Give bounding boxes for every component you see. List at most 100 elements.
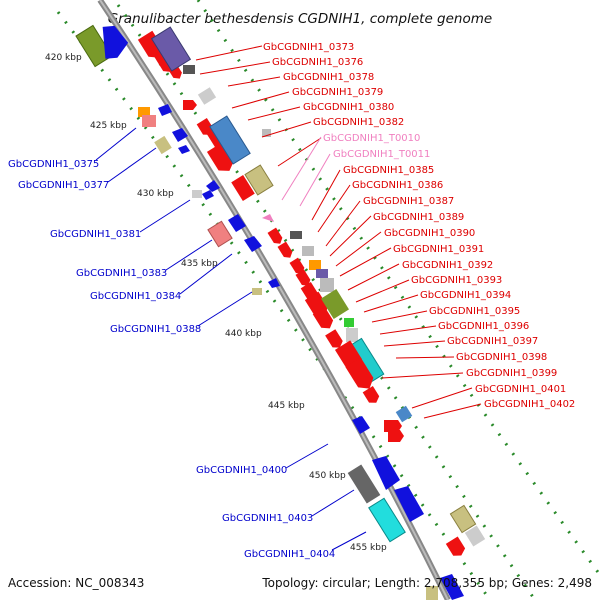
gene-feature — [150, 26, 192, 72]
gene-label: GbCGDNIH1_0380 — [303, 102, 394, 113]
gene-label: GbCGDNIH1_0387 — [363, 196, 454, 207]
gene-feature — [252, 288, 262, 295]
gene-feature — [244, 236, 262, 252]
gene-feature — [316, 269, 328, 278]
gene-feature — [262, 129, 271, 137]
gene-label: GbCGDNIH1_T0011 — [333, 149, 430, 160]
gene-feature — [290, 231, 302, 239]
gene-label: GbCGDNIH1_0401 — [475, 384, 566, 395]
gene-feature — [346, 328, 358, 342]
gene-feature — [158, 104, 172, 116]
gene-label: GbCGDNIH1_0389 — [373, 212, 464, 223]
gene-label: GbCGDNIH1_0390 — [384, 228, 475, 239]
gene-feature — [464, 525, 486, 547]
gene-feature — [368, 497, 406, 543]
gene-label: GbCGDNIH1_0393 — [411, 275, 502, 286]
forward-strand-genes — [137, 26, 486, 556]
gene-label: GbCGDNIH1_0381 — [50, 229, 141, 240]
gene-feature — [352, 416, 370, 434]
gene-feature — [309, 260, 321, 270]
gene-feature — [295, 269, 311, 286]
accession-text: Accession: NC_008343 — [8, 576, 144, 590]
gene-feature — [372, 456, 400, 490]
gene-label: GbCGDNIH1_0385 — [343, 165, 434, 176]
gene-label: GbCGDNIH1_0378 — [283, 72, 374, 83]
gene-label: GbCGDNIH1_0377 — [18, 180, 109, 191]
tick-labels: 420 kbp 425 kbp 430 kbp 435 kbp 440 kbp … — [45, 53, 387, 553]
gene-feature — [154, 135, 172, 155]
gene-label: GbCGDNIH1_0400 — [196, 465, 287, 476]
gene-feature — [138, 107, 150, 117]
gene-feature — [197, 87, 217, 105]
topology-text: Topology: circular; Length: 2,708,355 bp… — [261, 576, 592, 590]
gene-feature — [196, 118, 214, 135]
gene-feature — [172, 128, 188, 142]
gene-feature — [302, 246, 314, 256]
gene-label: GbCGDNIH1_0398 — [456, 352, 547, 363]
gene-feature — [347, 464, 381, 504]
tick-label: 420 kbp — [45, 53, 82, 63]
gene-feature — [277, 241, 293, 258]
gene-label: GbCGDNIH1_0394 — [420, 290, 511, 301]
leader-lines-left — [95, 127, 367, 551]
gene-feature — [395, 405, 413, 423]
gene-feature — [440, 574, 464, 600]
gene-label: GbCGDNIH1_0376 — [272, 57, 363, 68]
gene-label: GbCGDNIH1_0396 — [438, 321, 529, 332]
gene-feature — [244, 164, 274, 196]
gene-label: GbCGDNIH1_0391 — [393, 244, 484, 255]
gene-feature — [345, 357, 374, 389]
tick-label: 435 kbp — [181, 259, 218, 269]
reverse-strand-genes — [75, 24, 464, 600]
tick-label: 430 kbp — [137, 189, 174, 199]
gene-label: GbCGDNIH1_0395 — [429, 306, 520, 317]
tick-label: 450 kbp — [309, 471, 346, 481]
gene-label: GbCGDNIH1_T0010 — [323, 133, 420, 144]
gene-label: GbCGDNIH1_0373 — [263, 42, 354, 53]
gene-feature — [192, 190, 202, 198]
gene-feature — [207, 220, 233, 248]
gene-feature — [206, 180, 220, 192]
gene-feature — [262, 214, 274, 222]
gene-label: GbCGDNIH1_0379 — [292, 87, 383, 98]
gene-feature — [268, 278, 280, 288]
gene-feature — [321, 289, 349, 319]
gene-feature — [183, 100, 197, 110]
map-title: Granulibacter bethesdensis CGDNIH1, comp… — [108, 11, 492, 27]
leader-lines-right — [195, 45, 482, 419]
gene-feature — [142, 115, 156, 127]
gene-feature — [388, 430, 404, 442]
gene-label: GbCGDNIH1_0382 — [313, 117, 404, 128]
gene-feature — [289, 257, 305, 274]
gene-label: GbCGDNIH1_0375 — [8, 159, 99, 170]
gene-feature — [183, 65, 195, 74]
gene-label: GbCGDNIH1_0388 — [110, 324, 201, 335]
gene-feature — [325, 329, 343, 348]
gene-label: GbCGDNIH1_0392 — [402, 260, 493, 271]
gene-label: GbCGDNIH1_0386 — [352, 180, 443, 191]
gene-feature — [102, 25, 129, 59]
tick-label: 455 kbp — [350, 543, 387, 553]
gene-label: GbCGDNIH1_0403 — [222, 513, 313, 524]
gene-label: GbCGDNIH1_0399 — [466, 368, 557, 379]
gene-feature — [206, 142, 234, 171]
gene-feature — [202, 190, 214, 200]
gene-label: GbCGDNIH1_0402 — [484, 399, 575, 410]
left-gene-labels: GbCGDNIH1_0375 GbCGDNIH1_0377 GbCGDNIH1_… — [8, 159, 335, 560]
gene-feature — [75, 24, 113, 68]
gene-label: GbCGDNIH1_0404 — [244, 549, 335, 560]
gene-label: GbCGDNIH1_0397 — [447, 336, 538, 347]
gene-feature — [178, 145, 190, 154]
gene-feature — [445, 536, 466, 556]
gene-feature — [231, 174, 255, 202]
gene-feature — [209, 115, 251, 165]
gene-label: GbCGDNIH1_0384 — [90, 291, 181, 302]
gene-label: GbCGDNIH1_0383 — [76, 268, 167, 279]
gene-feature — [267, 227, 283, 244]
gene-feature — [362, 386, 380, 403]
gene-feature — [384, 420, 402, 432]
gene-feature — [228, 214, 246, 232]
gene-feature — [394, 486, 424, 522]
tick-label: 440 kbp — [225, 329, 262, 339]
